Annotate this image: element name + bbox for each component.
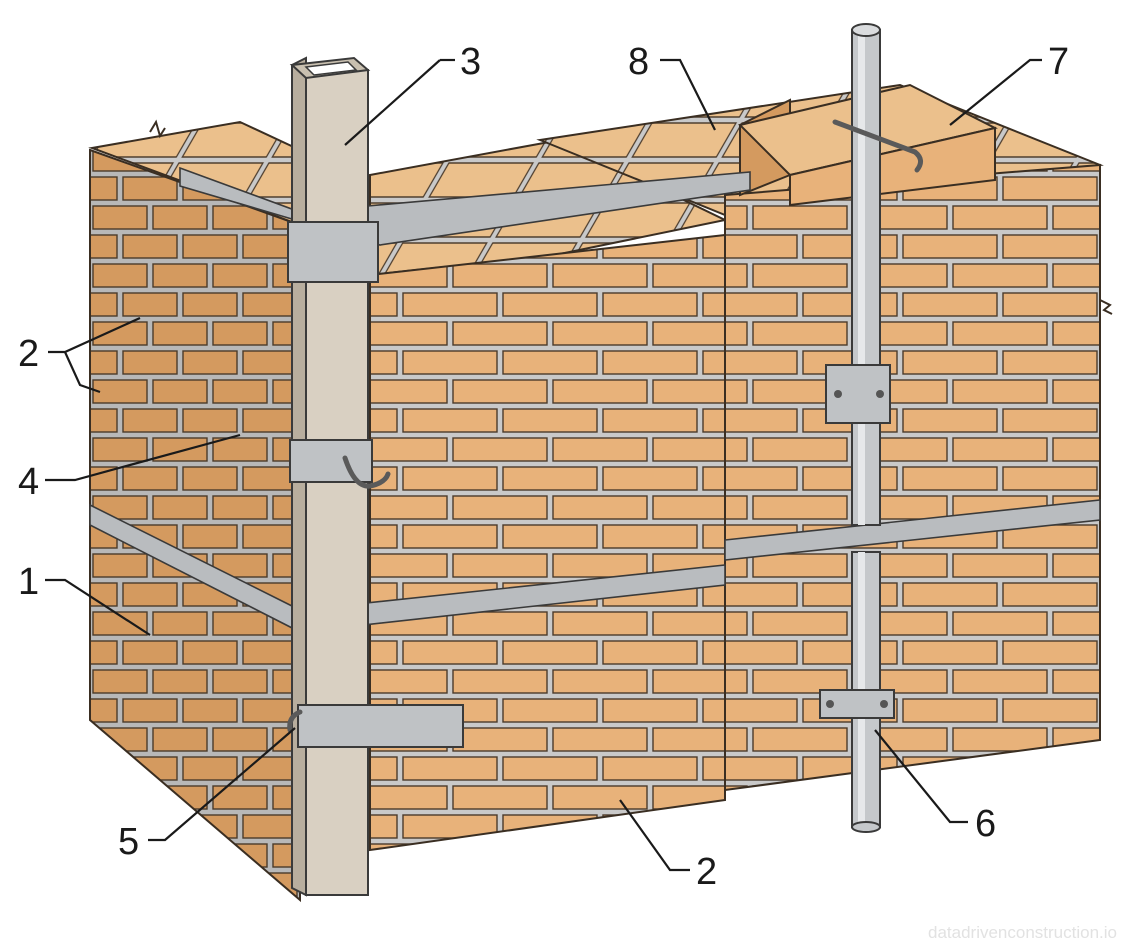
callouts: 3 8 7 2 4 1 5 2 6 (18, 41, 1069, 893)
callout-4: 4 (18, 461, 39, 503)
leader-2-bottom (619, 799, 690, 872)
callout-5: 5 (118, 821, 139, 863)
pipe-anchor-hook (832, 119, 923, 173)
square-hollow-post (287, 56, 464, 897)
post-top-clamp (287, 221, 379, 283)
bracket-bolt-2 (876, 390, 884, 398)
callout-6: 6 (975, 803, 996, 845)
pipe-bottom-end (851, 821, 881, 833)
leader-3 (344, 59, 441, 146)
leader-5 (148, 727, 296, 842)
callout-2-left: 2 (18, 333, 39, 375)
leader-6 (874, 729, 968, 824)
anchor-hook (342, 455, 391, 489)
lower-bracket-bolt-2 (880, 700, 888, 708)
break-line-left (149, 119, 166, 139)
leader-8 (660, 58, 716, 131)
watermark: datadrivenconstruction.io (928, 923, 1117, 942)
leader-4 (45, 433, 241, 482)
break-line-right (1099, 299, 1113, 315)
leader-lines (45, 58, 1042, 872)
top-brick-front (789, 126, 996, 207)
pipe-top-end (851, 23, 881, 37)
middle-tie-strip-right (724, 499, 1101, 561)
post-hollow-opening (304, 61, 358, 76)
callout-7: 7 (1048, 41, 1069, 83)
right-wall-front-face (724, 163, 1101, 792)
callout-2-bottom: 2 (696, 851, 717, 893)
post-lower-clamp (297, 704, 464, 748)
bracket-bolt (834, 390, 842, 398)
callout-3: 3 (460, 41, 481, 83)
lower-bracket-bolt (826, 700, 834, 708)
lower-anchor-hook (287, 709, 303, 733)
leader-1 (45, 578, 151, 636)
leader-7 (949, 58, 1042, 126)
round-pipe-column (819, 23, 923, 833)
pipe-upper-highlight (858, 30, 865, 525)
middle-wall-front-face (369, 233, 726, 852)
leader-2-left-b (63, 351, 101, 394)
callout-8: 8 (628, 41, 649, 83)
post-middle-clamp (289, 439, 373, 483)
callout-1: 1 (18, 561, 39, 603)
left-wall (88, 119, 301, 903)
pipe-upper (851, 29, 881, 526)
